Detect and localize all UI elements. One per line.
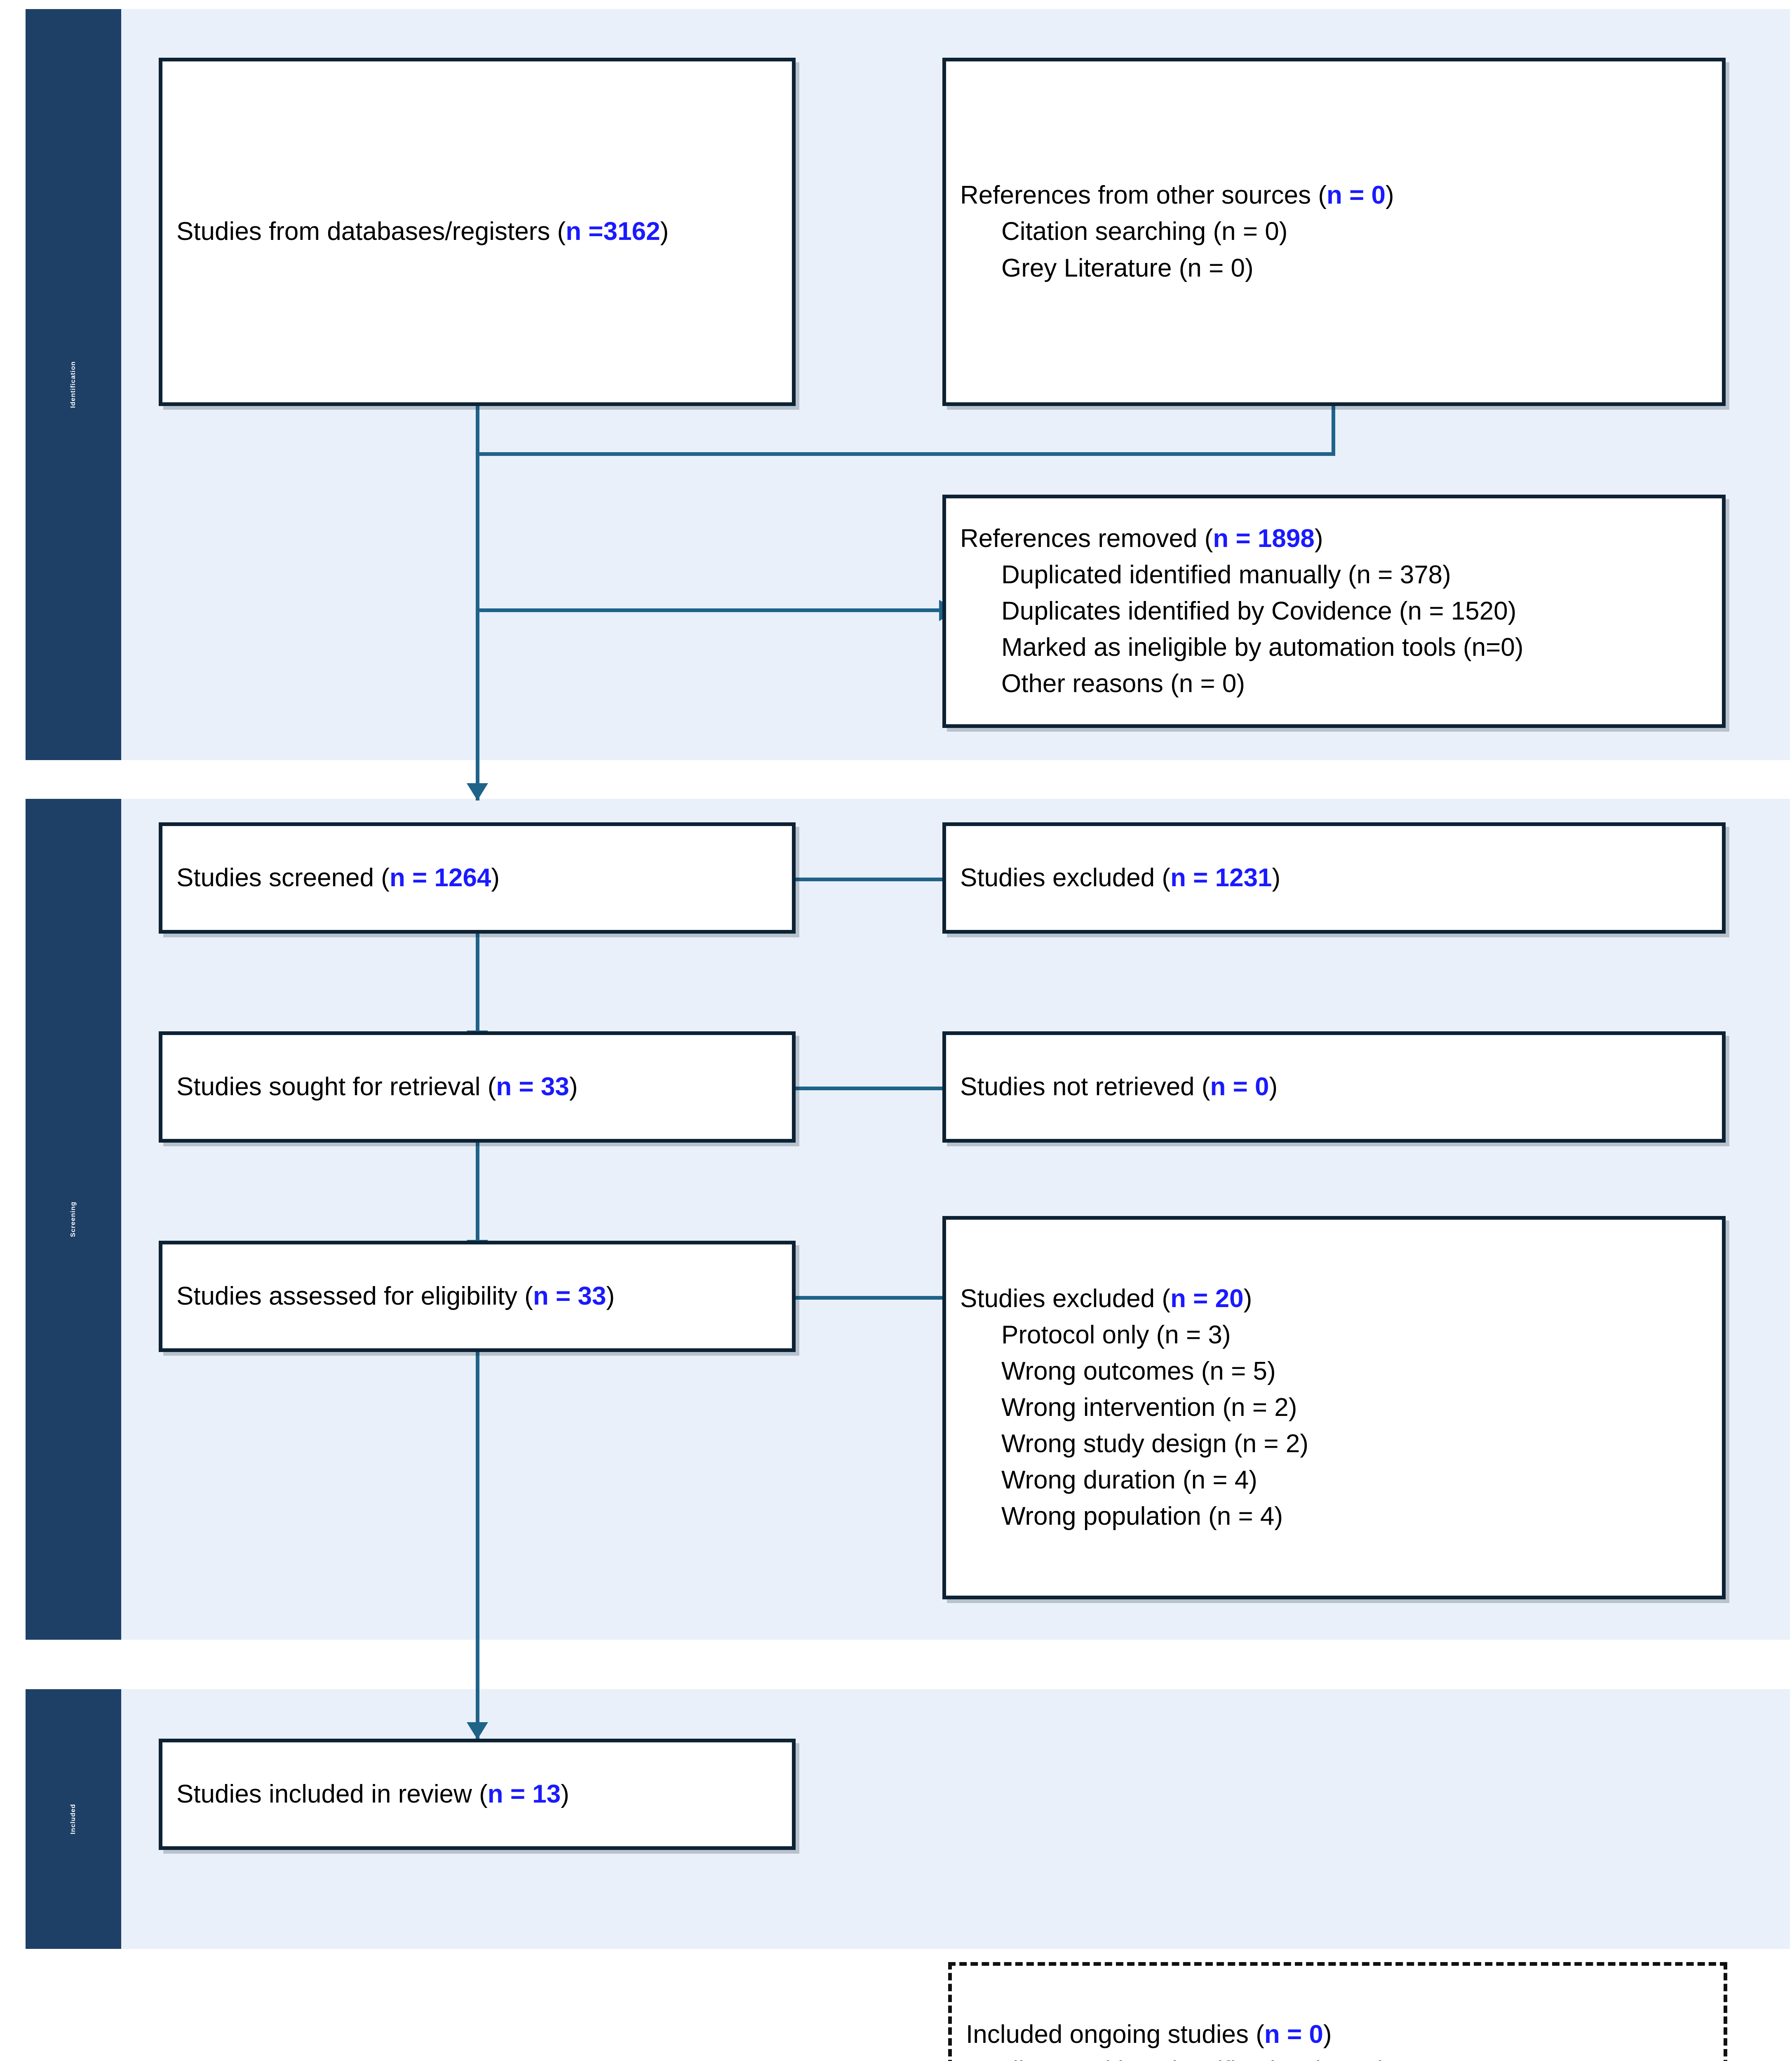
node-studies-from-databases: Studies from databases/registers (n =316… [159,58,796,406]
arrow-into-included-review [467,1722,488,1739]
node-line: References from other sources (n = 0) [960,181,1394,210]
node-ongoing-and-awaiting-body: Included ongoing studies (n = 0) Studies… [952,2016,1724,2061]
node-references-removed: References removed (n = 1898) Duplicated… [942,495,1726,728]
node-line: Studies from databases/registers (n =316… [176,217,669,246]
node-line: Citation searching (n = 0) [1001,217,1288,246]
connector-screened-to-sought [476,925,479,1049]
band-label-identification: Identification [26,9,121,760]
band-label-screening-text: Screening [69,1201,77,1237]
node-references-other-sources-body: References from other sources (n = 0) Ci… [946,177,1722,286]
count-badge: n = 1898 [1213,524,1315,553]
node-line: Duplicates identified by Covidence (n = … [1001,596,1517,625]
count-badge: n = 1231 [1170,863,1272,892]
node-line: Other reasons (n = 0) [1001,669,1245,698]
node-line: Included ongoing studies (n = 0) [966,2020,1332,2049]
count-badge: n = 1264 [389,863,491,892]
node-studies-assessed-for-eligibility-body: Studies assessed for eligibility (n = 33… [162,1278,792,1315]
count-badge: n = 20 [1170,1284,1244,1313]
node-studies-excluded-screening: Studies excluded (n = 1231) [942,822,1726,934]
band-label-identification-text: Identification [70,361,77,408]
node-line: Wrong population (n = 4) [1001,1502,1283,1531]
node-studies-included-in-review-body: Studies included in review (n = 13) [162,1776,792,1812]
connector-to-references-removed [476,608,942,612]
arrow-into-studies-screened [467,783,488,800]
node-line: Grey Literature (n = 0) [1001,254,1254,282]
node-line: Studies sought for retrieval (n = 33) [176,1072,578,1101]
connector-assessed-to-included [476,1344,479,1739]
node-studies-sought-for-retrieval: Studies sought for retrieval (n = 33) [159,1031,796,1143]
node-studies-not-retrieved-body: Studies not retrieved (n = 0) [946,1069,1722,1105]
node-line: References removed (n = 1898) [960,524,1323,553]
node-studies-not-retrieved: Studies not retrieved (n = 0) [942,1031,1726,1143]
node-studies-excluded-eligibility: Studies excluded (n = 20) Protocol only … [942,1216,1726,1599]
count-badge: n = 0 [1210,1072,1269,1101]
count-badge: n = 0 [1264,2020,1323,2049]
band-label-included: Included [26,1689,121,1949]
connector-othersources-down [1332,404,1335,455]
node-ongoing-and-awaiting: Included ongoing studies (n = 0) Studies… [948,1962,1727,2061]
band-label-screening: Screening [26,799,121,1640]
count-badge: n = 33 [496,1072,569,1101]
node-line: Studies included in review (n = 13) [176,1779,569,1808]
connector-screened-to-excluded [796,878,944,881]
connector-sought-to-notretrieved [796,1087,944,1090]
node-line: Studies excluded (n = 1231) [960,863,1281,892]
band-label-included-text: Included [70,1804,77,1834]
node-line: Wrong duration (n = 4) [1001,1466,1257,1495]
node-studies-screened: Studies screened (n = 1264) [159,822,796,934]
node-studies-assessed-for-eligibility: Studies assessed for eligibility (n = 33… [159,1241,796,1352]
node-studies-screened-body: Studies screened (n = 1264) [162,860,792,896]
count-badge: n = 33 [533,1282,606,1310]
node-studies-from-databases-body: Studies from databases/registers (n =316… [162,214,792,250]
count-badge: n = 13 [487,1779,561,1808]
connector-othersources-to-spine [476,452,1335,456]
node-line: Studies assessed for eligibility (n = 33… [176,1282,615,1310]
connector-sought-to-assessed [476,1134,479,1258]
node-line: Protocol only (n = 3) [1001,1320,1231,1349]
node-line: Marked as ineligible by automation tools… [1001,633,1524,662]
node-studies-sought-for-retrieval-body: Studies sought for retrieval (n = 33) [162,1069,792,1105]
count-badge: n = 0 [1327,181,1386,210]
node-line: Wrong outcomes (n = 5) [1001,1357,1276,1385]
node-line: Wrong study design (n = 2) [1001,1430,1308,1458]
node-line: Studies excluded (n = 20) [960,1284,1252,1313]
count-badge: n =3162 [566,217,660,246]
node-line: Studies screened (n = 1264) [176,863,500,892]
connector-spine-identification [476,452,479,800]
connector-assessed-to-excluded [796,1296,944,1300]
count-badge: n = 0 [1320,2056,1379,2061]
node-references-other-sources: References from other sources (n = 0) Ci… [942,58,1726,406]
connector-databases-down [476,404,479,455]
node-studies-included-in-review: Studies included in review (n = 13) [159,1739,796,1850]
node-studies-excluded-screening-body: Studies excluded (n = 1231) [946,860,1722,896]
node-line: Studies not retrieved (n = 0) [960,1072,1278,1101]
node-line: Wrong intervention (n = 2) [1001,1393,1297,1422]
node-references-removed-body: References removed (n = 1898) Duplicated… [946,521,1722,702]
node-line: Studies awaiting classification (n = 0) [966,2053,1718,2061]
node-line: Duplicated identified manually (n = 378) [1001,560,1451,589]
node-studies-excluded-eligibility-body: Studies excluded (n = 20) Protocol only … [946,1281,1722,1535]
